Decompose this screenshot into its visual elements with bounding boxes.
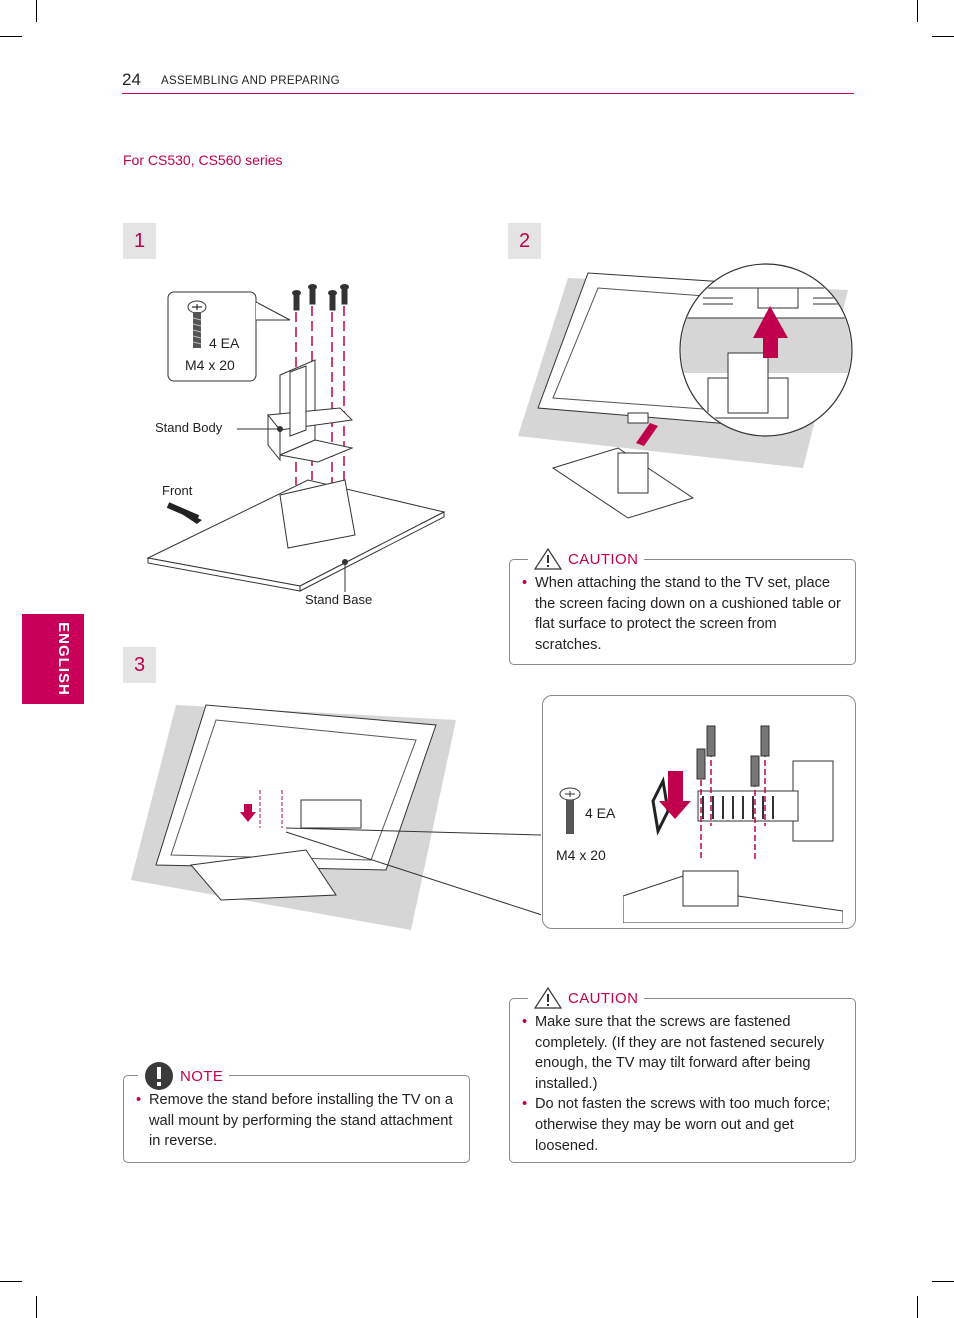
info-icon [145, 1062, 173, 1090]
language-tab: ENGLISH [22, 614, 84, 704]
caution-heading: CAUTION [528, 548, 645, 570]
caution-label: CAUTION [568, 550, 639, 568]
crop-mark [0, 36, 22, 37]
crop-mark [917, 0, 918, 22]
language-tab-label: ENGLISH [55, 622, 72, 696]
caution-item: When attaching the stand to the TV set, … [522, 573, 842, 655]
caution-box: CAUTION When attaching the stand to the … [509, 548, 856, 665]
crop-mark [36, 1296, 37, 1318]
crop-mark [917, 1296, 918, 1318]
caution-heading: CAUTION [528, 987, 645, 1009]
section-title: ASSEMBLING AND PREPARING [161, 75, 340, 87]
tv-attach-drawing [518, 263, 853, 519]
stand-body-label: Stand Body [155, 420, 223, 435]
stand-assembly-illustration [140, 280, 460, 610]
step-3-marker: 3 [123, 647, 156, 683]
front-label: Front [162, 483, 193, 498]
screw-count-label: 4 EA [585, 805, 616, 821]
crop-mark [932, 36, 954, 37]
screw-fastening-drawing [131, 704, 543, 930]
screw-fastening-illustration [126, 700, 543, 935]
caution-item: Do not fasten the screws with too much f… [522, 1094, 842, 1156]
header-rule [122, 93, 854, 94]
page-number: 24 [122, 70, 141, 89]
tv-attach-illustration [508, 258, 858, 523]
step-1-marker: 1 [123, 223, 156, 259]
caution-label: CAUTION [568, 989, 639, 1007]
screw-size-label: M4 x 20 [556, 847, 606, 863]
crop-mark [36, 0, 37, 22]
note-box: NOTE Remove the stand before installing … [123, 1061, 470, 1163]
note-heading: NOTE [138, 1061, 230, 1091]
note-list: Remove the stand before installing the T… [136, 1090, 456, 1152]
caution-item: Make sure that the screws are fastened c… [522, 1012, 842, 1094]
screw-icon [559, 787, 581, 834]
caution-list: Make sure that the screws are fastened c… [522, 1012, 842, 1156]
screw-count-label: 4 EA [209, 335, 240, 351]
caution-list: When attaching the stand to the TV set, … [522, 573, 842, 655]
screw-detail-drawing [623, 701, 843, 923]
series-heading: For CS530, CS560 series [123, 152, 283, 168]
crop-mark [932, 1281, 954, 1282]
step-2-marker: 2 [508, 223, 541, 259]
crop-mark [0, 1281, 22, 1282]
screw-icon [187, 300, 207, 348]
caution-box: CAUTION Make sure that the screws are fa… [509, 987, 856, 1163]
note-label: NOTE [180, 1067, 224, 1085]
warning-icon [534, 548, 562, 570]
stand-base-label: Stand Base [305, 592, 373, 607]
note-item: Remove the stand before installing the T… [136, 1090, 456, 1152]
screw-detail-box [542, 695, 856, 929]
stand-assembly-drawing [146, 284, 446, 592]
screw-size-label: M4 x 20 [185, 357, 235, 373]
warning-icon [534, 987, 562, 1009]
